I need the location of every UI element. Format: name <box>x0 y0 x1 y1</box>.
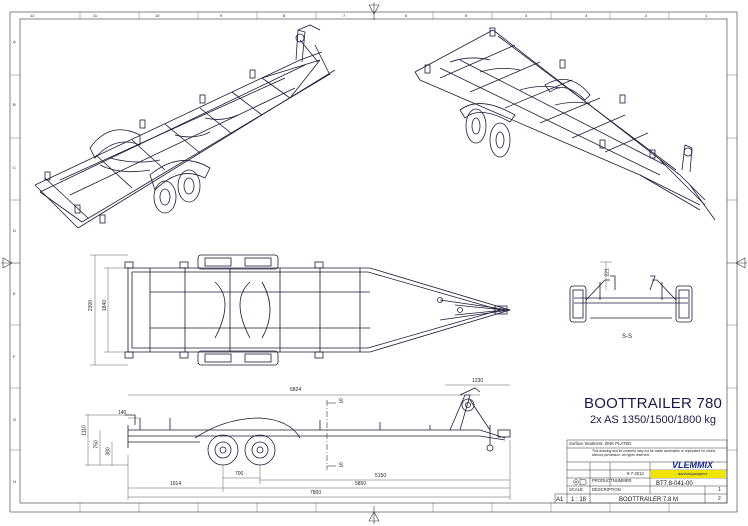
border-row-d: D <box>13 228 16 233</box>
dim-wheel-offset: 700 <box>235 471 244 477</box>
sheet-frame <box>9 11 738 513</box>
copyright-notice: This drawing and its contents may not be… <box>592 449 716 457</box>
date: 5-7-2013 <box>627 471 644 476</box>
border-row-c: C <box>13 165 16 170</box>
border-col-11: 11 <box>93 13 98 18</box>
plan-view-dimensions <box>90 254 128 366</box>
dim-side-height-low: 380 <box>105 447 112 456</box>
scale: 1 : 18 <box>571 497 587 503</box>
border-col-1: 1 <box>705 13 708 18</box>
dim-bottom-a: 1914 <box>170 481 182 487</box>
dim-plan-width-inner: 1840 <box>102 299 109 312</box>
dim-side-length-upper: 6824 <box>290 387 302 393</box>
surface-treatment: Surface treatment: ZINK PLATED <box>569 441 632 446</box>
dim-overall-length: 7800 <box>310 490 322 496</box>
border-row-g: G <box>13 417 17 422</box>
product-number-label: PRODUCTNUMMER <box>592 478 632 483</box>
dim-side-height-mid: 750 <box>93 440 100 449</box>
border-col-2: 2 <box>645 13 648 18</box>
sheet-size: A1 <box>556 497 564 503</box>
border-row-b: B <box>13 102 16 107</box>
sheet-number: 2 <box>718 496 721 502</box>
section-cut-line <box>326 400 336 470</box>
section-marker-top: S <box>339 399 344 405</box>
border-row-f: F <box>13 354 16 359</box>
sheet-count: 1 <box>718 487 721 493</box>
border-col-5: 5 <box>465 13 468 18</box>
drawing-subtitle: 2x AS 1350/1500/1800 kg <box>590 414 716 426</box>
company-logo: VLEMMIX <box>672 460 714 470</box>
border-row-a: A <box>13 39 16 44</box>
drawing-number: BT7.8-041-00 <box>656 481 693 487</box>
section-marker-bottom: S <box>339 463 344 469</box>
dim-axle-to-coupling: 5150 <box>375 473 387 479</box>
border-row-h: H <box>13 479 16 484</box>
border-col-10: 10 <box>155 13 160 18</box>
side-view <box>125 387 511 466</box>
border-col-9: 9 <box>220 13 223 18</box>
brand-bar <box>651 470 726 478</box>
isometric-view-left <box>34 24 336 229</box>
scale-label: SCALE <box>569 487 583 492</box>
description: BOOTTRAILER 7.8 M <box>619 497 679 503</box>
dim-section-height: 221 <box>604 268 611 277</box>
dim-plan-width-outer: 2300 <box>88 299 95 312</box>
dim-side-height-total: 1110 <box>81 425 88 436</box>
section-view <box>569 275 693 323</box>
border-col-6: 6 <box>405 13 408 18</box>
description-label: DESCRIPTION <box>592 487 621 492</box>
dim-side-length-drawbar: 1230 <box>472 378 484 384</box>
dim-bottom-b: 5850 <box>355 481 367 487</box>
section-label: S-S <box>622 334 633 340</box>
border-col-7: 7 <box>343 13 346 18</box>
border-col-4: 4 <box>525 13 528 18</box>
frame-ticks <box>10 12 737 512</box>
projection-symbol <box>573 478 587 486</box>
dim-side-offset-left: 140 <box>118 410 127 416</box>
border-col-12: 12 <box>30 13 35 18</box>
side-view-dimensions <box>85 384 511 500</box>
company-tagline: aanhangwagens <box>678 471 708 476</box>
drawing-title: BOOTTRAILER 780 <box>584 395 723 412</box>
plan-view <box>124 254 512 366</box>
border-col-3: 3 <box>585 13 588 18</box>
isometric-view-right <box>414 27 716 221</box>
border-col-8: 8 <box>283 13 286 18</box>
border-row-e: E <box>13 291 16 296</box>
section-view-dimension <box>600 261 612 290</box>
